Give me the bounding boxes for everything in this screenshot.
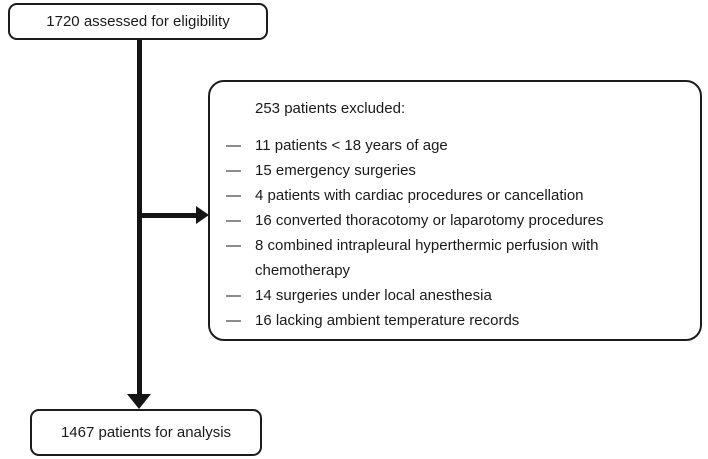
exclusion-item-text: 14 surgeries under local anesthesia [255, 287, 492, 304]
dash-bullet: — [226, 212, 241, 229]
dash-bullet: — [226, 287, 241, 304]
eligibility-box-label: 1720 assessed for eligibility [46, 13, 230, 30]
dash-bullet: — [226, 137, 241, 154]
exclusion-item-text: 16 converted thoracotomy or laparotomy p… [255, 212, 604, 229]
dash-bullet: — [226, 237, 241, 254]
exclusion-box: 253 patients excluded: — 11 patients < 1… [208, 80, 702, 341]
exclusion-item: — 16 converted thoracotomy or laparotomy… [226, 208, 682, 233]
analysis-box-label: 1467 patients for analysis [60, 424, 232, 441]
exclusion-branch-line [140, 213, 196, 218]
dash-bullet: — [226, 312, 241, 329]
exclusion-item-text: 16 lacking ambient temperature records [255, 312, 520, 329]
analysis-box: 1467 patients for analysis [30, 409, 262, 456]
arrowhead-down-icon [127, 394, 151, 409]
dash-bullet: — [226, 162, 241, 179]
exclusion-item-text: 11 patients < 18 years of age [255, 137, 448, 154]
dash-bullet: — [226, 187, 241, 204]
eligibility-box: 1720 assessed for eligibility [8, 3, 268, 40]
exclusion-item-text: 15 emergency surgeries [255, 162, 416, 179]
exclusion-item: — 16 lacking ambient temperature records [226, 308, 682, 333]
exclusion-item-text: 8 combined intrapleural hyperthermic per… [255, 237, 599, 279]
exclusion-item: — 11 patients < 18 years of age [226, 133, 682, 158]
exclusion-item: — 4 patients with cardiac procedures or … [226, 183, 682, 208]
flow-arrow-down-line [137, 40, 142, 395]
exclusion-item: — 8 combined intrapleural hyperthermic p… [226, 233, 682, 283]
exclusion-box-title: 253 patients excluded: [255, 100, 406, 117]
exclusion-item-text: 4 patients with cardiac procedures or ca… [255, 187, 584, 204]
exclusion-item: — 15 emergency surgeries [226, 158, 682, 183]
exclusion-item: — 14 surgeries under local anesthesia [226, 283, 682, 308]
arrowhead-right-icon [196, 206, 209, 224]
